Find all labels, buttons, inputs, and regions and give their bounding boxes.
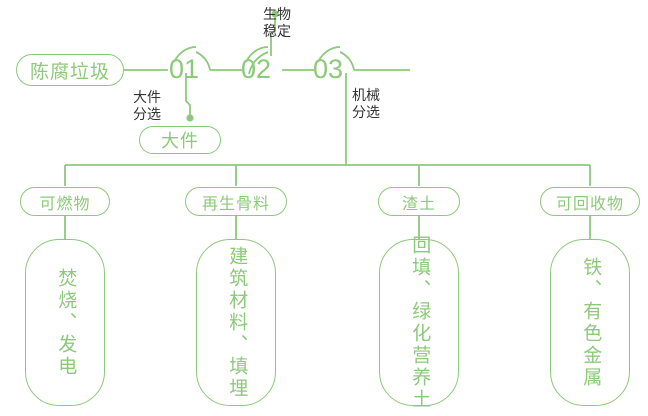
- side-output-node-bulky[interactable]: 大件: [139, 126, 221, 154]
- caption-stage-01-line2: 分选: [133, 105, 161, 122]
- wire-02-riser: [270, 14, 276, 56]
- arc-03-lower: [339, 51, 355, 71]
- output-pill-recyclable[interactable]: 可回收物: [540, 187, 640, 216]
- stage-number-01-text: 01: [169, 54, 200, 84]
- disposal-box-slag-soil[interactable]: 回填、绿化营养土: [379, 235, 459, 411]
- output-pill-recycled-aggregate[interactable]: 再生骨料: [185, 187, 287, 216]
- caption-stage-02-line2: 稳定: [263, 22, 291, 39]
- wire-01-branch-down: [185, 73, 191, 118]
- source-node-label: 陈腐垃圾: [29, 61, 110, 83]
- arc-03-upper: [317, 46, 341, 63]
- output-pill-recyclable-label: 可回收物: [555, 195, 624, 213]
- arc-02-upper: [245, 46, 269, 63]
- disposal-box-recycled-aggregate[interactable]: 建筑材料、填埋: [196, 239, 276, 406]
- disposal-box-combustible-text: 焚烧、发电: [55, 267, 77, 378]
- output-pill-slag-soil-label: 渣土: [401, 195, 436, 213]
- side-output-node-label: 大件: [161, 131, 199, 151]
- arc-02-lower: [248, 51, 269, 75]
- caption-stage-01: 大件 分选: [133, 89, 161, 122]
- disposal-box-slag-soil-text: 回填、绿化营养土: [409, 234, 431, 411]
- caption-stage-02: 生物 稳定: [263, 6, 291, 39]
- caption-stage-03-line2: 分选: [352, 103, 380, 120]
- output-pill-recycled-aggregate-label: 再生骨料: [201, 195, 270, 213]
- stage-number-03-text: 03: [313, 54, 344, 84]
- disposal-box-recyclable[interactable]: 铁、有色金属: [550, 239, 630, 406]
- stage-number-02-text: 02: [241, 54, 272, 84]
- disposal-box-combustible[interactable]: 焚烧、发电: [25, 239, 105, 406]
- dot-bulky: [186, 114, 194, 122]
- caption-stage-03: 机械 分选: [352, 87, 380, 120]
- caption-stage-03-line1: 机械: [352, 87, 380, 103]
- output-pill-slag-soil[interactable]: 渣土: [378, 187, 460, 216]
- arc-01-lower: [195, 51, 211, 71]
- arc-01-upper: [173, 46, 197, 63]
- disposal-box-recycled-aggregate-text: 建筑材料、填埋: [226, 245, 248, 400]
- output-pill-combustible-label: 可燃物: [39, 195, 91, 213]
- stage-number-03[interactable]: 03: [313, 56, 343, 83]
- source-node-aged-waste[interactable]: 陈腐垃圾: [16, 54, 124, 86]
- caption-stage-02-line1: 生物: [263, 6, 291, 22]
- disposal-box-recyclable-text: 铁、有色金属: [580, 256, 602, 389]
- stage-number-02[interactable]: 02: [241, 56, 271, 83]
- caption-stage-01-line1: 大件: [133, 89, 161, 105]
- dot-bio: [271, 10, 279, 18]
- output-pill-combustible[interactable]: 可燃物: [20, 187, 110, 216]
- stage-number-01[interactable]: 01: [169, 56, 199, 83]
